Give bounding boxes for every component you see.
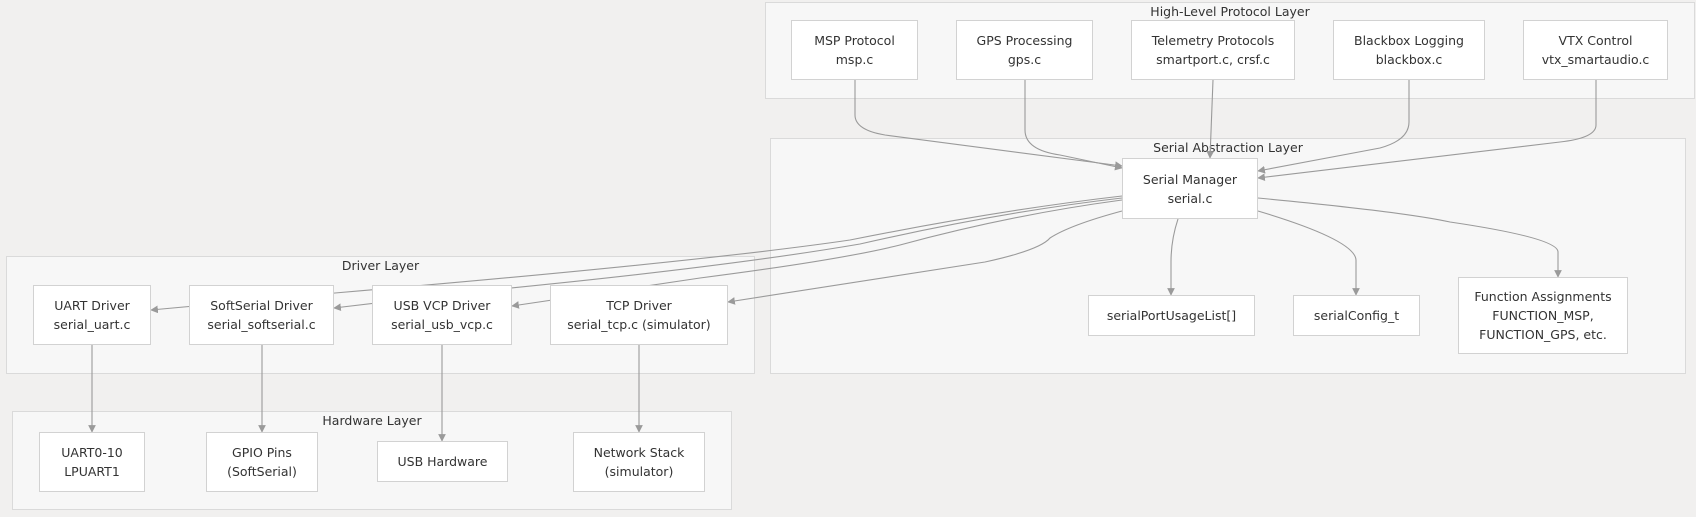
node-label-line: serial_tcp.c (simulator) [567,317,711,332]
abstraction-layer-title: Serial Abstraction Layer [1153,140,1303,155]
usb-hardware-node: USB Hardware [377,441,508,482]
node-label-line: LPUART1 [64,464,120,479]
edge-serial-manager-to-softserial-driver [333,197,1123,312]
node-label-line: MSP Protocol [814,33,895,48]
node-label-line: FUNCTION_GPS, etc. [1479,327,1607,342]
msp-protocol-node: MSP Protocol msp.c [791,20,918,80]
hardware-layer-title: Hardware Layer [322,413,422,428]
node-label-line: FUNCTION_MSP, [1492,308,1594,323]
node-label-line: UART Driver [54,298,130,313]
edge-serial-manager-to-usbvcp-driver [511,199,1123,309]
blackbox-logging-node: Blackbox Logging blackbox.c [1333,20,1485,80]
node-label-line: serial_usb_vcp.c [391,317,493,332]
protocol-layer-title: High-Level Protocol Layer [1150,4,1310,19]
edge-serial-manager-to-uart-driver [150,195,1123,314]
node-label-line: serial.c [1167,190,1213,206]
node-label-line: Network Stack [593,445,685,460]
node-label-line: serial_uart.c [53,317,131,332]
node-label-line: Serial Manager [1142,171,1238,187]
node-label-line: (SoftSerial) [227,464,297,479]
node-label-line: blackbox.c [1375,52,1443,67]
node-label-line: USB VCP Driver [393,298,491,313]
edge-serial-manager-to-config [1257,210,1360,296]
telemetry-protocols-node: Telemetry Protocols smartport.c, crsf.c [1131,20,1295,80]
uart-driver-node: UART Driver serial_uart.c [33,285,151,345]
node-label-line: Telemetry Protocols [1151,33,1275,48]
node-label-line: gps.c [1007,52,1042,67]
edge-serial-manager-to-functions [1257,197,1562,278]
tcp-driver-node: TCP Driver serial_tcp.c (simulator) [550,285,728,345]
serial-manager-node: Serial Manager serial.c [1122,158,1258,219]
node-label-line: VTX Control [1558,33,1633,48]
node-label-line: smartport.c, crsf.c [1156,52,1270,67]
network-stack-node: Network Stack (simulator) [573,432,705,492]
node-label-line: TCP Driver [606,298,672,313]
edge-gps-to-serial-manager [1024,80,1123,171]
usb-vcp-driver-node: USB VCP Driver serial_usb_vcp.c [372,285,512,345]
edge-vtx-to-serial-manager [1257,80,1597,182]
serial-port-usage-list-node: serialPortUsageList[] [1088,295,1255,336]
vtx-control-node: VTX Control vtx_smartaudio.c [1523,20,1668,80]
node-label-line: msp.c [835,52,874,67]
node-label-line: GPIO Pins [232,445,292,460]
edge-telemetry-to-serial-manager [1206,79,1215,159]
node-label-line: UART0-10 [61,445,123,460]
node-label-line: vtx_smartaudio.c [1541,52,1650,67]
softserial-driver-node: SoftSerial Driver serial_softserial.c [189,285,334,345]
edge-serial-manager-to-tcp-driver [727,210,1123,305]
edge-serial-manager-to-usage-list [1167,218,1179,296]
node-label-line: GPS Processing [976,33,1073,48]
node-label-line: serial_softserial.c [207,317,316,332]
node-label-line: (simulator) [604,464,674,479]
edge-msp-to-serial-manager [854,80,1123,169]
edge-blackbox-to-serial-manager [1257,80,1410,174]
serial-config-node: serialConfig_t [1293,295,1420,336]
node-label-line: serialPortUsageList[] [1106,308,1237,323]
gpio-pins-node: GPIO Pins (SoftSerial) [206,432,318,492]
node-label-line: serialConfig_t [1313,308,1400,323]
node-label-line: USB Hardware [397,454,488,469]
node-label-line: Blackbox Logging [1354,33,1464,48]
gps-processing-node: GPS Processing gps.c [956,20,1093,80]
node-label-line: Function Assignments [1474,289,1612,304]
node-label-line: SoftSerial Driver [210,298,313,313]
driver-layer-title: Driver Layer [341,258,420,273]
